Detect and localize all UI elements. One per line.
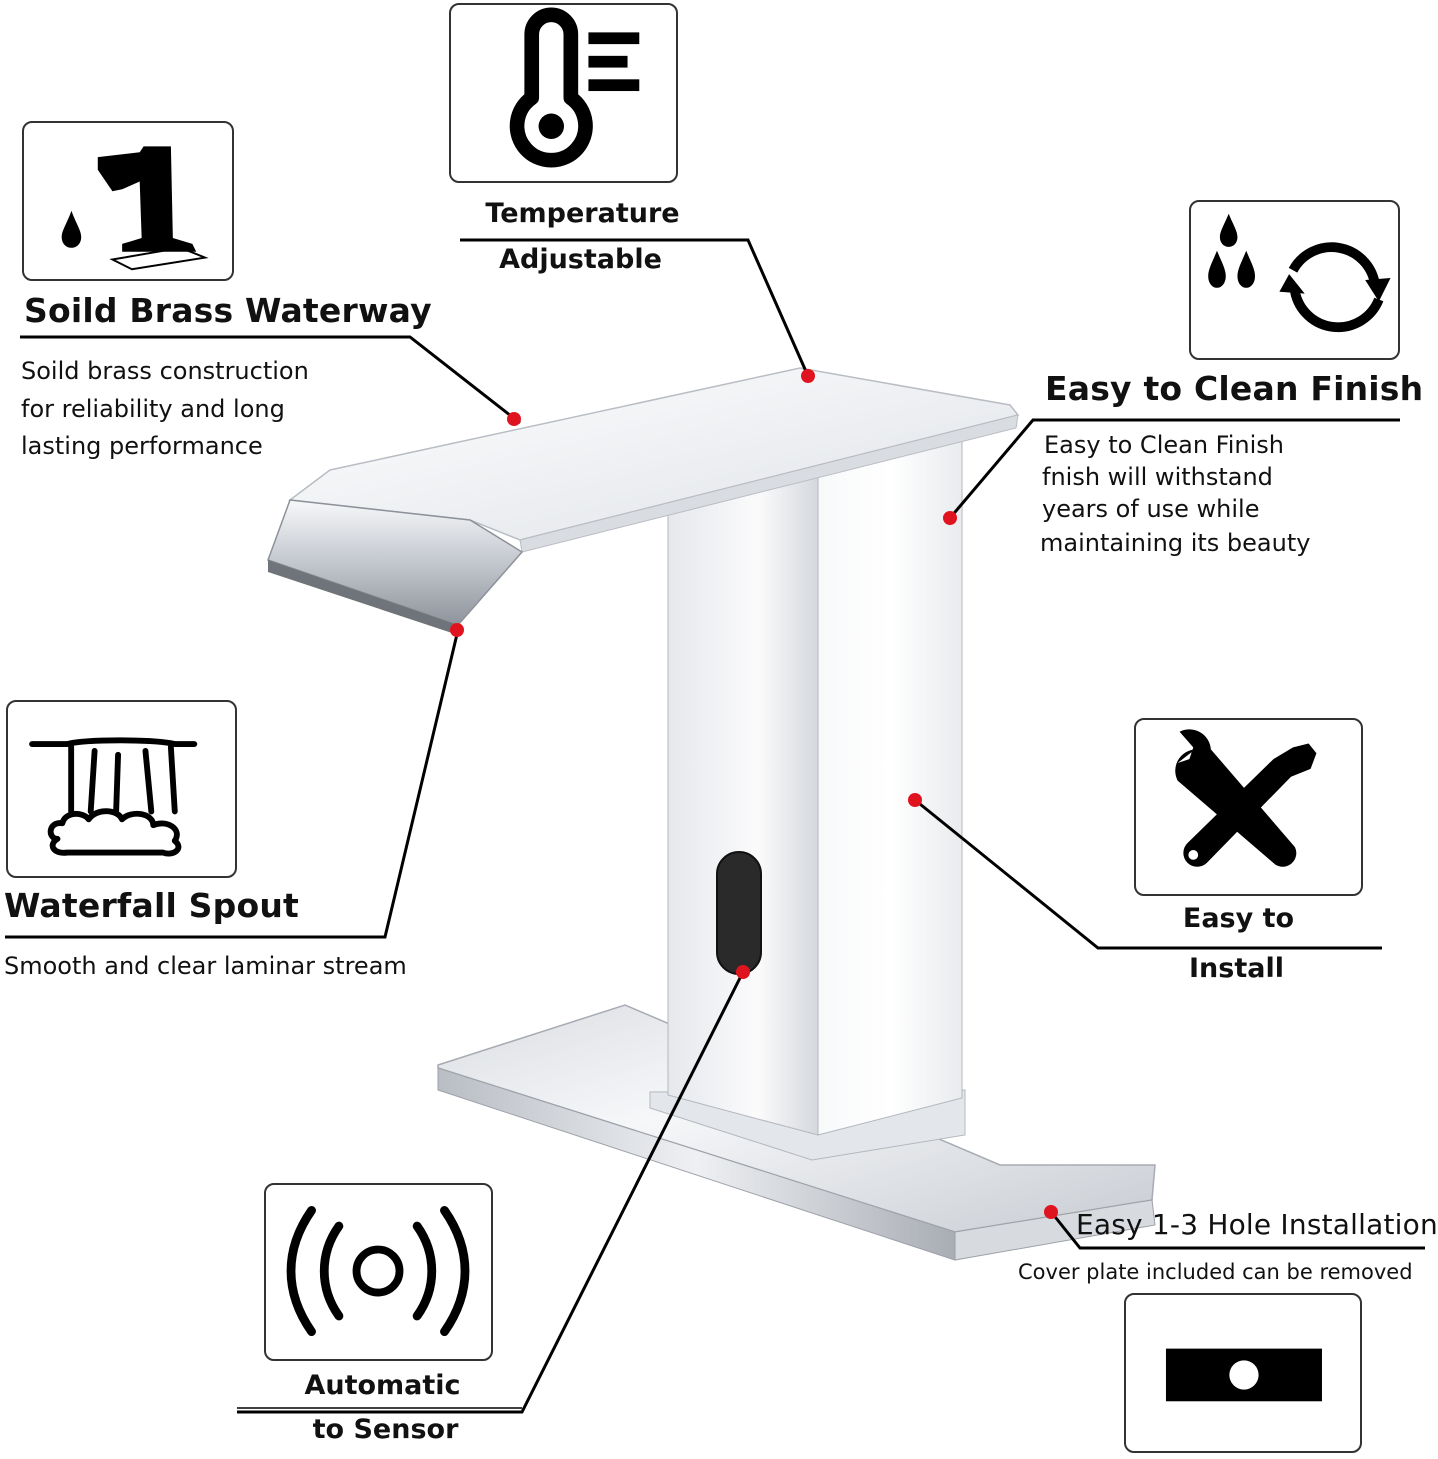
- install-line-1: Easy to: [1182, 903, 1295, 934]
- brass-title: Soild Brass Waterway: [24, 291, 432, 330]
- dot-temperature: [801, 369, 815, 383]
- leader-install: [914, 798, 1382, 950]
- waterfall-icon: [6, 700, 237, 878]
- leader-temperature: [460, 238, 810, 377]
- waterfall-title: Waterfall Spout: [4, 886, 299, 925]
- temperature-line-2: Adjustable: [499, 244, 662, 275]
- brass-desc-3: lasting performance: [21, 432, 263, 460]
- hole-title: Easy 1-3 Hole Installation: [1076, 1208, 1438, 1241]
- waterfall-spout: [267, 499, 524, 626]
- leader-hole: [1050, 1212, 1425, 1250]
- leader-sensor: [237, 971, 745, 1414]
- dot-waterfall: [450, 623, 464, 637]
- waterfall-desc: Smooth and clear laminar stream: [4, 952, 407, 980]
- clean-desc-3: years of use while: [1042, 495, 1260, 523]
- brass-desc-1: Soild brass construction: [21, 357, 309, 385]
- temperature-line-1: Temperature: [485, 198, 680, 229]
- dot-sensor: [736, 965, 750, 979]
- leader-clean: [948, 418, 1400, 519]
- dot-clean: [943, 511, 957, 525]
- leader-waterfall: [5, 629, 460, 939]
- wrench-screwdriver-icon: [1134, 718, 1363, 896]
- clean-desc-4: maintaining its beauty: [1040, 529, 1311, 557]
- faucet-drop-icon: [22, 121, 234, 281]
- dot-install: [908, 793, 922, 807]
- clean-title: Easy to Clean Finish: [1045, 369, 1424, 408]
- cover-plate-icon: [1124, 1293, 1362, 1453]
- faucet-top: [288, 367, 1020, 541]
- hole-desc: Cover plate included can be removed: [1018, 1260, 1413, 1284]
- clean-desc-2: fnish will withstand: [1042, 463, 1273, 491]
- brass-desc-2: for reliability and long: [21, 395, 285, 423]
- clean-desc-1: Easy to Clean Finish: [1044, 431, 1284, 459]
- sensor-line-2: to Sensor: [312, 1414, 459, 1445]
- sensor-waves-icon: [264, 1183, 493, 1361]
- leader-brass: [20, 335, 521, 425]
- thermometer-icon: [449, 3, 678, 183]
- install-line-2: Install: [1189, 953, 1284, 984]
- dot-brass: [507, 412, 521, 426]
- dot-hole: [1044, 1205, 1058, 1219]
- drops-cycle-icon: [1189, 200, 1400, 360]
- sensor-line-1: Automatic: [304, 1370, 461, 1401]
